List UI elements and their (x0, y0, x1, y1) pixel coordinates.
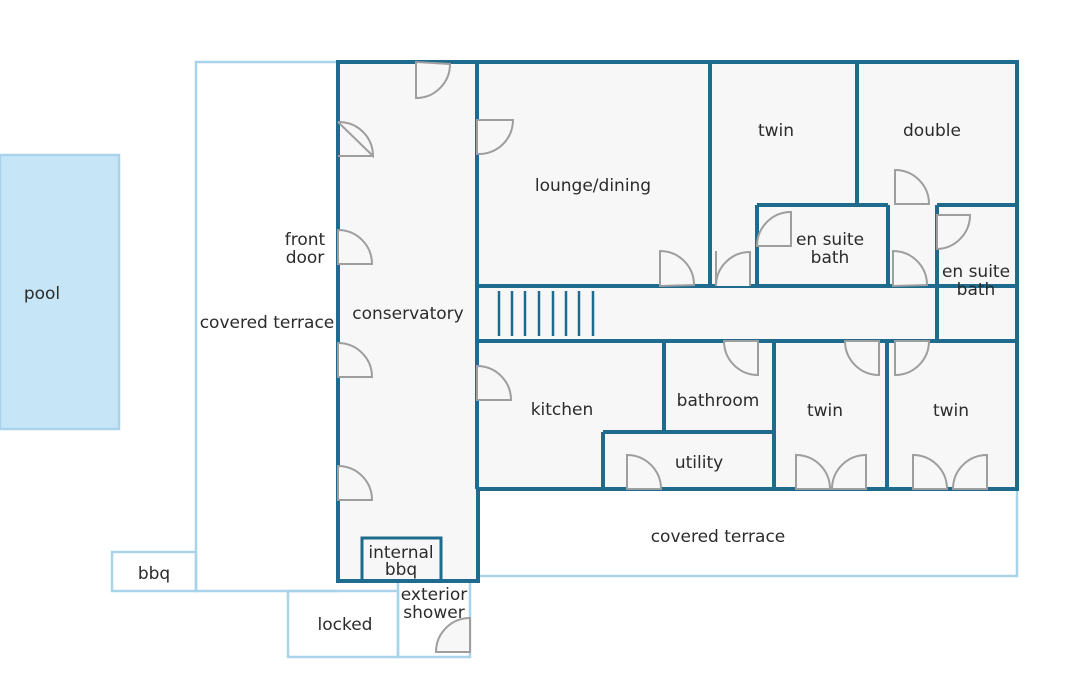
label-double: double (903, 121, 961, 141)
label-bbq: bbq (138, 564, 170, 584)
bbq-area (110, 550, 198, 593)
label-front-door-line2: door (286, 248, 325, 268)
label-twin-mid: twin (807, 401, 843, 421)
label-covered-terrace-bottom: covered terrace (651, 527, 786, 547)
label-pool: pool (24, 284, 60, 304)
covered-terrace-left-area (194, 60, 338, 593)
label-covered-terrace-left: covered terrace (200, 313, 335, 333)
doors (337, 60, 988, 653)
label-en-suite-1-line1: en suite (796, 230, 864, 250)
label-en-suite-2-line1: en suite (942, 262, 1010, 282)
label-lounge-dining: lounge/dining (535, 176, 651, 196)
label-internal-bbq-line2: bbq (385, 560, 417, 580)
label-locked: locked (318, 615, 373, 635)
label-exterior-shower-line1: exterior (401, 585, 467, 605)
label-bathroom: bathroom (677, 391, 760, 411)
pool (0, 153, 121, 431)
label-twin-top: twin (758, 121, 794, 141)
staircase (497, 291, 595, 336)
label-exterior-shower-line2: shower (403, 603, 464, 623)
label-front-door-line1: front (285, 230, 326, 250)
label-kitchen: kitchen (531, 400, 594, 420)
label-utility: utility (675, 453, 723, 473)
label-en-suite-1-line2: bath (811, 248, 850, 268)
house-floor (338, 62, 1017, 581)
label-twin-right: twin (933, 401, 969, 421)
label-conservatory: conservatory (352, 304, 463, 324)
label-internal-bbq-line1: internal (368, 543, 433, 563)
label-en-suite-2-line2: bath (957, 280, 996, 300)
